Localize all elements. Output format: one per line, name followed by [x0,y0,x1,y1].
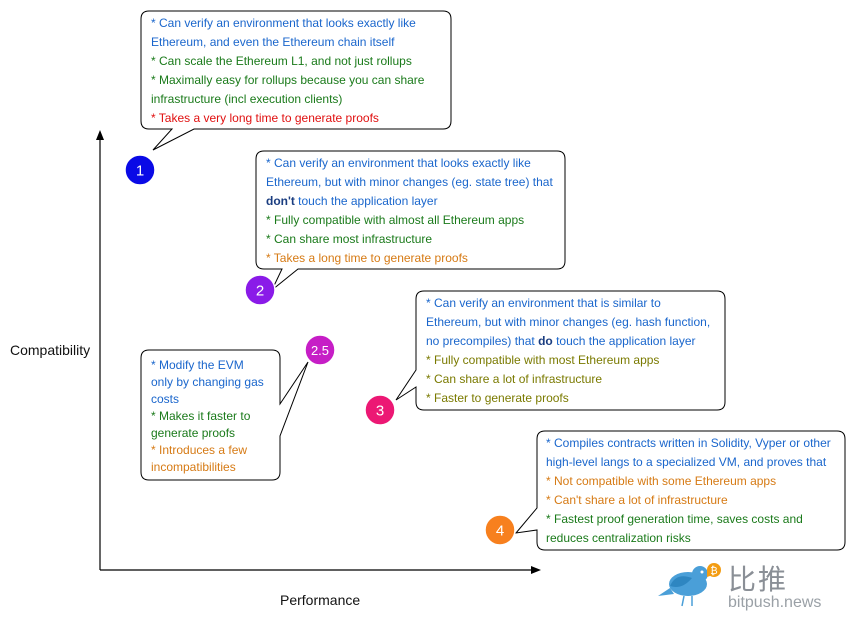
y-axis-label: Compatibility [10,342,91,358]
callout-line: * Can't share a lot of infrastructure [546,493,728,507]
callout-line: * Faster to generate proofs [426,391,569,405]
bitcoin-badge-icon: ₿ [707,563,721,577]
callout-line: * Can scale the Ethereum L1, and not jus… [151,54,412,68]
callout-line: Ethereum, but with minor changes (eg. st… [266,175,553,189]
callout-type-3 [395,290,726,411]
svg-text:1: 1 [136,163,144,180]
watermark-site: bitpush.news [728,594,822,611]
callout-line: reduces centralization risks [546,531,691,545]
callout-line: infrastructure (incl execution clients) [151,92,343,106]
callout-type-4-text: * Compiles contracts written in Solidity… [546,434,831,548]
callout-type-2-5-text: * Modify the EVM only by changing gas co… [151,357,264,476]
svg-text:2: 2 [256,283,264,300]
marker-3: 3 [364,394,396,426]
callout-line: * Not compatible with some Ethereum apps [546,474,777,488]
callout-line: don't touch the application layer [266,192,553,211]
callout-line-post: touch the application layer [552,334,696,348]
callout-line: * Can verify an environment that looks e… [151,16,416,30]
callout-type-3-text: * Can verify an environment that is simi… [426,294,710,408]
callout-line-rest: touch the application layer [294,194,438,208]
callout-line: * Can share a lot of infrastructure [426,372,603,386]
callout-type-2-5 [140,349,309,481]
callout-line: costs [151,392,180,406]
callout-line: * Can verify an environment that looks e… [266,156,531,170]
callout-line: incompatibilities [151,460,236,474]
callout-line: no precompiles) that do touch the applic… [426,332,710,351]
marker-2: 2 [244,274,276,306]
callout-line: * Can share most infrastructure [266,232,433,246]
x-axis-arrow [531,566,541,574]
callout-type-2-text: * Can verify an environment that looks e… [266,154,553,268]
callout-line: Ethereum, but with minor changes (eg. ha… [426,315,711,329]
callout-line: * Fully compatible with most Ethereum ap… [426,353,660,367]
callout-type-2 [255,150,566,291]
callout-line-pre: no precompiles) that [426,334,539,348]
callout-line: * Takes a very long time to generate pro… [151,111,379,125]
callout-line: * Modify the EVM [151,358,244,372]
bold-keyword: do [538,334,553,348]
marker-4: 4 [484,514,516,546]
callout-line: * Takes a long time to generate proofs [266,251,468,265]
callout-type-4 [514,430,846,551]
callout-line: * Makes it faster to [151,409,251,423]
svg-text:3: 3 [376,403,384,420]
marker-2-5: 2.5 [304,334,336,366]
watermark-brand: 比推 [728,564,789,595]
svg-text:2.5: 2.5 [311,343,329,358]
callout-type-1-text: * Can verify an environment that looks e… [151,14,424,128]
bold-keyword: don't [266,194,295,208]
callout-line: generate proofs [151,426,236,440]
svg-text:4: 4 [496,523,504,540]
callout-line: * Can verify an environment that is simi… [426,296,661,310]
callout-line: high-level langs to a specialized VM, an… [546,455,827,469]
svg-text:₿: ₿ [710,565,717,577]
marker-1: 1 [124,154,156,186]
callout-line: * Fully compatible with almost all Ether… [266,213,525,227]
x-axis-label: Performance [280,592,361,608]
callout-type-1 [140,10,452,151]
callout-line: * Compiles contracts written in Solidity… [546,436,831,450]
callout-line: * Fastest proof generation time, saves c… [546,512,803,526]
callout-line: only by changing gas [151,375,264,389]
callout-line: Ethereum, and even the Ethereum chain it… [151,35,395,49]
callout-line: * Maximally easy for rollups because you… [151,73,425,87]
callout-line: * Introduces a few [151,443,248,457]
y-axis-arrow [96,130,104,140]
